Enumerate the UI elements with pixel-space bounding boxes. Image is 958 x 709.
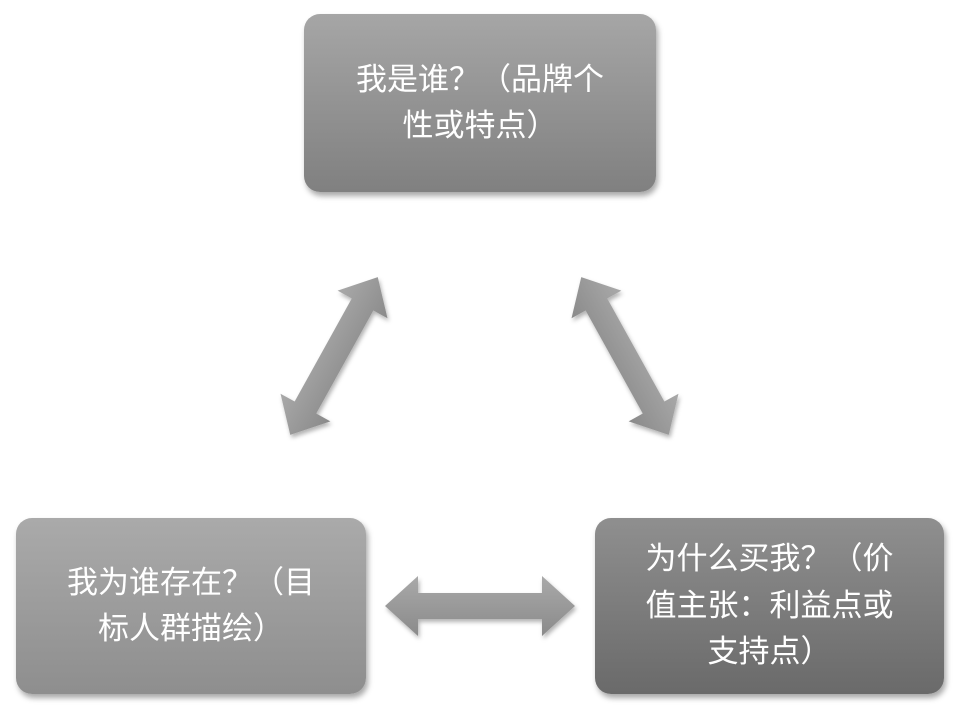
node-value-proposition: 为什么买我？（价 值主张：利益点或 支持点） bbox=[595, 518, 944, 694]
node-brand-identity-line1: 我是谁？（品牌个 bbox=[356, 61, 604, 98]
node-value-proposition-line3: 支持点） bbox=[707, 634, 832, 671]
node-target-audience: 我为谁存在？（目 标人群描绘） bbox=[16, 518, 366, 694]
arrow-left-right bbox=[385, 576, 575, 636]
node-brand-identity-text: 我是谁？（品牌个 性或特点） bbox=[356, 57, 604, 150]
node-target-audience-line2: 标人群描绘） bbox=[98, 611, 284, 647]
node-brand-identity-line2: 性或特点） bbox=[402, 108, 558, 144]
node-value-proposition-line1: 为什么买我？（价 bbox=[645, 541, 894, 578]
node-value-proposition-line2: 值主张：利益点或 bbox=[645, 587, 894, 624]
node-target-audience-line1: 我为谁存在？（目 bbox=[67, 564, 315, 601]
arrow-top-left bbox=[265, 263, 403, 449]
node-value-proposition-text: 为什么买我？（价 值主张：利益点或 支持点） bbox=[646, 536, 894, 676]
node-target-audience-text: 我为谁存在？（目 标人群描绘） bbox=[67, 560, 315, 653]
arrow-top-right bbox=[556, 263, 694, 449]
node-brand-identity: 我是谁？（品牌个 性或特点） bbox=[304, 14, 656, 192]
